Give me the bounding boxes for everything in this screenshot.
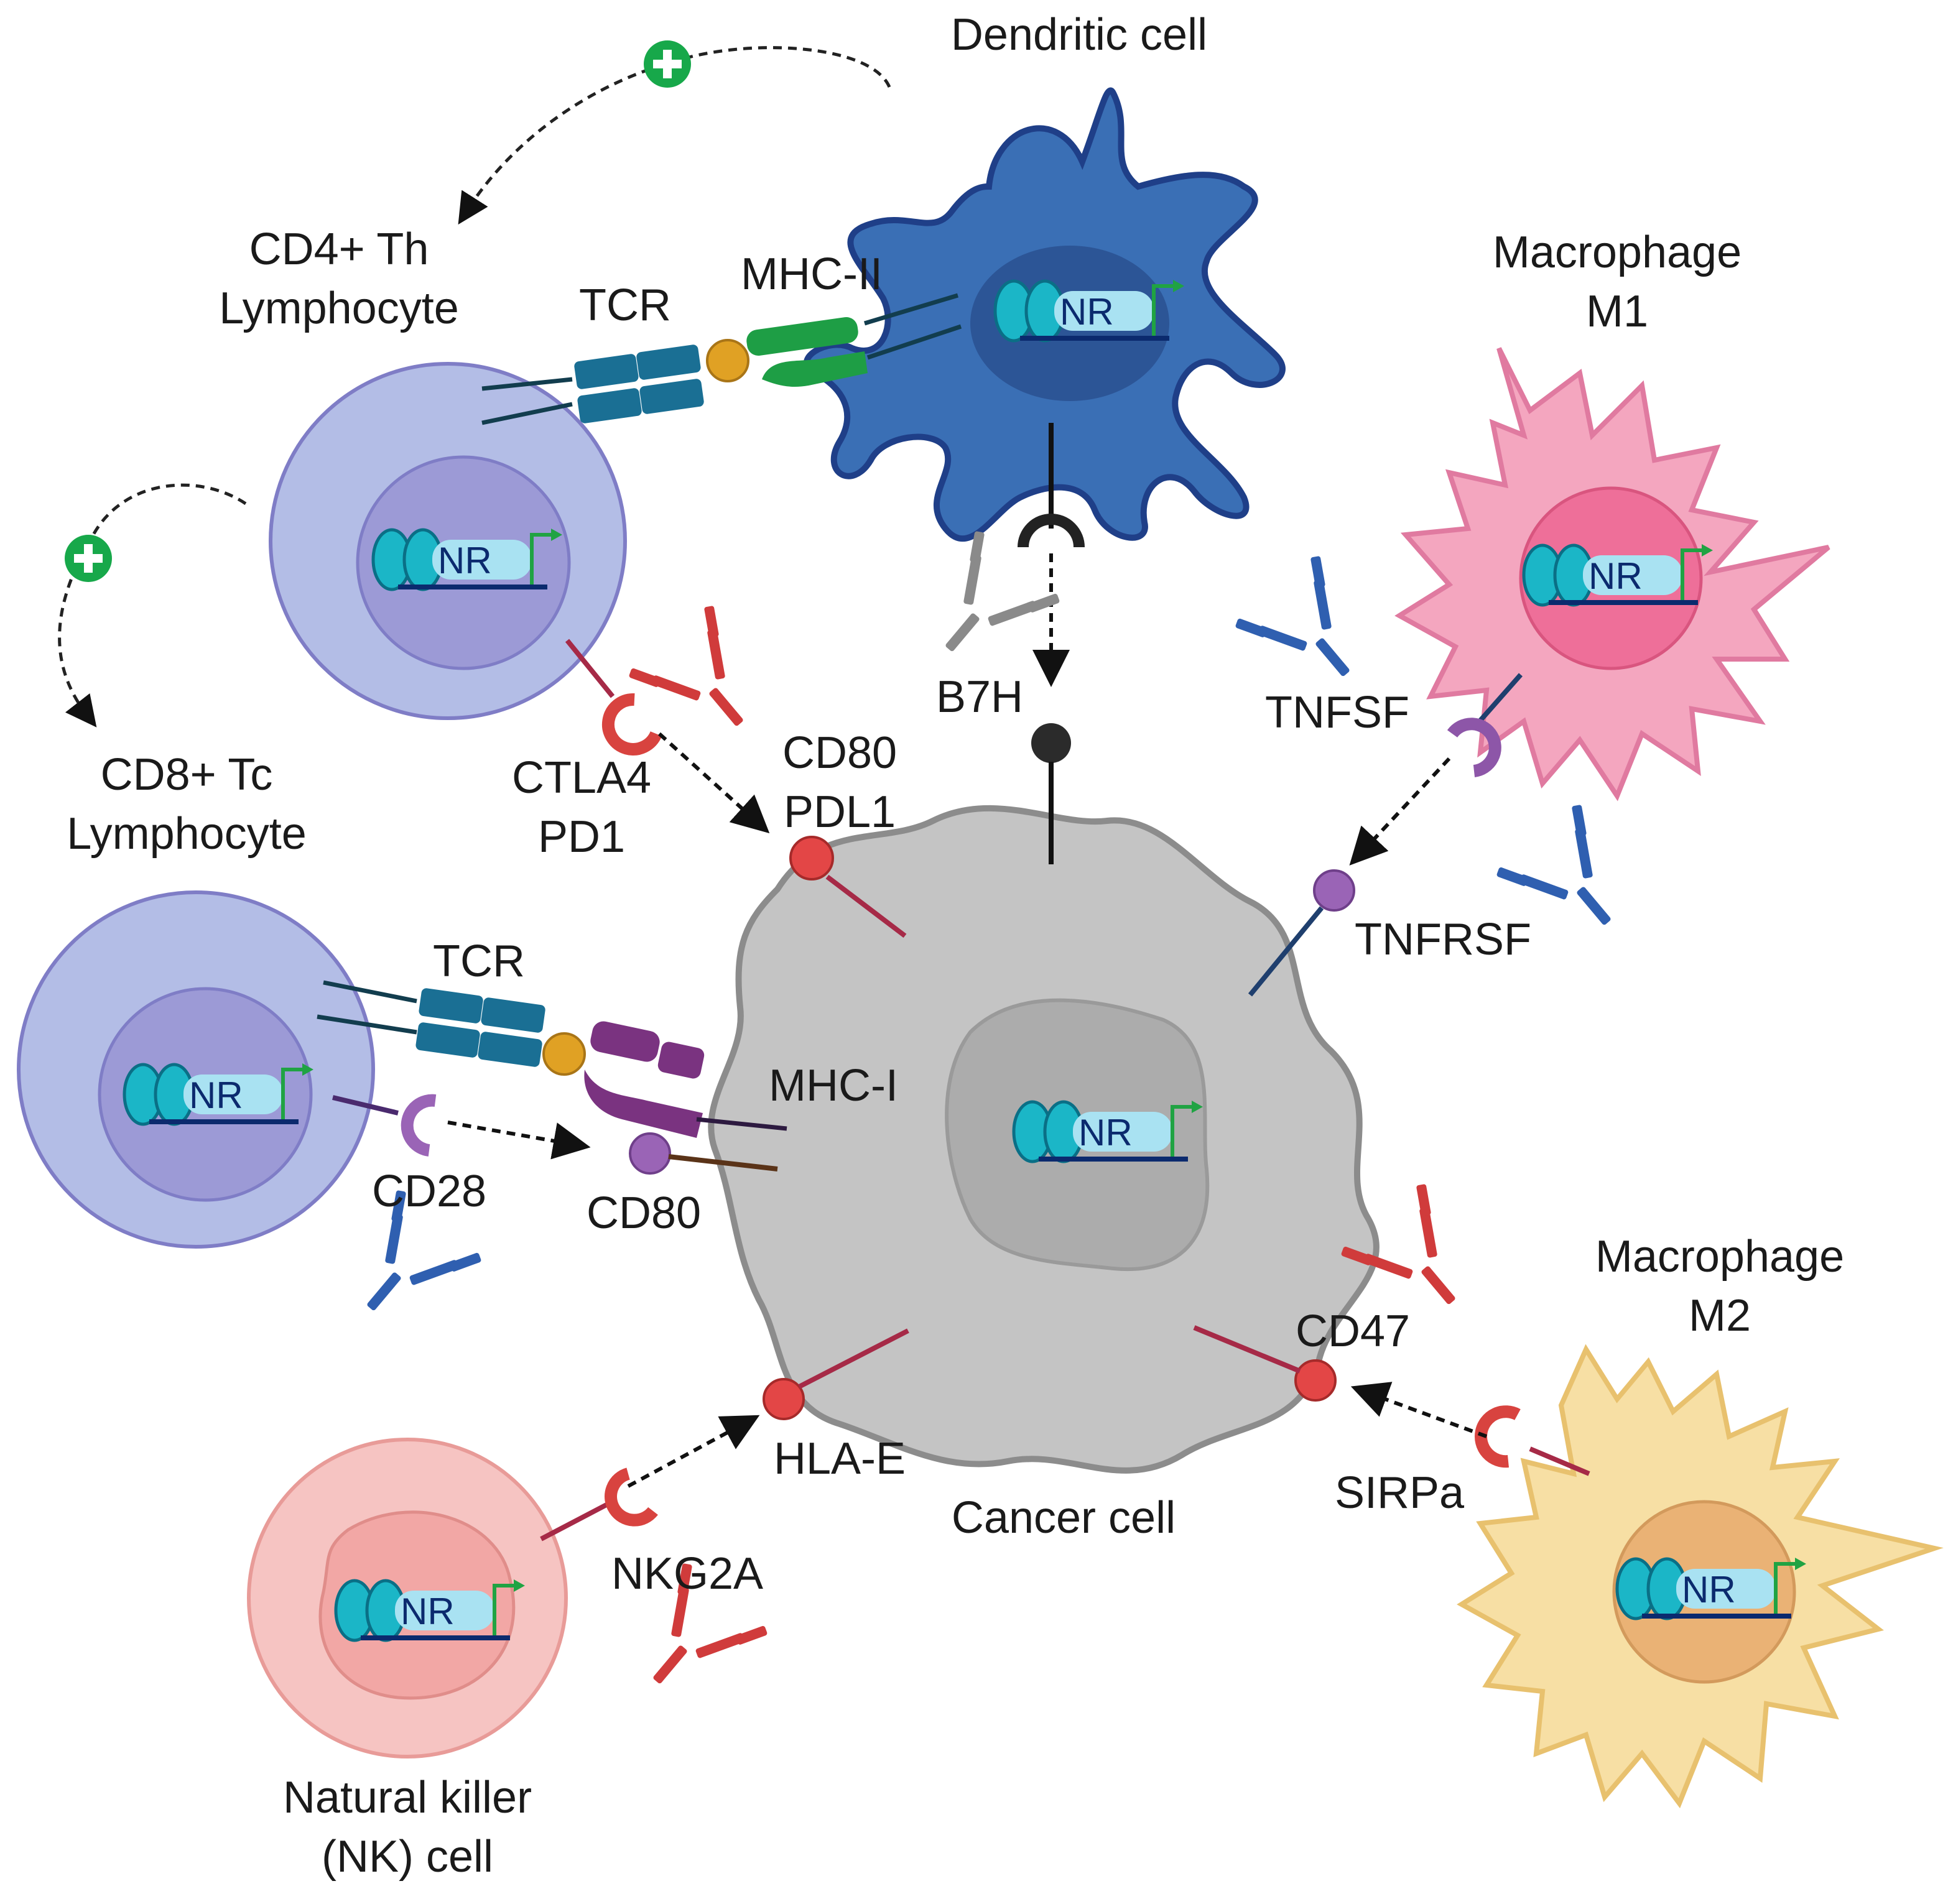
cd4-nr-motif: NR — [373, 529, 562, 589]
label-cancer-cell: Cancer cell — [952, 1493, 1176, 1543]
macrophage-m1: NR — [1394, 347, 1830, 802]
label-pd1: PD1 — [538, 812, 625, 862]
plus-icon — [65, 535, 112, 582]
label-cd80-mid: CD80 — [587, 1188, 701, 1238]
dendritic-nr-motif: NR — [995, 280, 1184, 341]
label-cd80-top: CD80 — [782, 728, 897, 778]
macrophage-m2: NR — [1457, 1344, 1944, 1809]
activation-arrow-top — [458, 40, 891, 225]
cd8-lymphocyte: NR — [17, 890, 375, 1249]
tcr-mhc2-complex — [481, 293, 962, 425]
dendritic-cell: NR — [803, 87, 1286, 542]
cancer-nr-label: NR — [1078, 1112, 1133, 1153]
label-m1-line2: M1 — [1586, 287, 1648, 336]
cancer-cell: NR — [708, 805, 1380, 1474]
nk-cell: NR — [247, 1438, 568, 1758]
label-cd28: CD28 — [372, 1167, 486, 1216]
cd8-nr-motif: NR — [124, 1063, 313, 1124]
label-m2-line2: M2 — [1689, 1291, 1751, 1341]
ctla4-pd1-pair — [565, 639, 907, 938]
label-cd4-line2: Lymphocyte — [219, 284, 459, 333]
label-m2-line1: Macrophage — [1595, 1232, 1844, 1282]
cd4-lymphocyte: NR — [269, 362, 627, 720]
label-mhc1: MHC-I — [769, 1061, 898, 1111]
cancer-nr-motif: NR — [1014, 1101, 1203, 1162]
label-ctla4: CTLA4 — [512, 753, 651, 803]
label-tnfsf: TNFSF — [1265, 688, 1409, 737]
sirpa-cd47-pair — [1193, 1325, 1590, 1476]
label-m1-line1: Macrophage — [1493, 228, 1742, 277]
label-mhc2: MHC-II — [741, 249, 883, 299]
antibody-blue-tnfsf — [1231, 552, 1389, 710]
m2-nr-motif: NR — [1617, 1558, 1806, 1619]
label-tcr-mid: TCR — [433, 936, 525, 986]
label-pdl1: PDL1 — [784, 787, 896, 837]
label-tnfrsf: TNFRSF — [1355, 915, 1531, 964]
label-nkg2a: NKG2A — [611, 1549, 763, 1599]
label-cd4-line1: CD4+ Th — [249, 224, 429, 274]
label-hlae: HLA-E — [774, 1434, 906, 1484]
nk-nr-label: NR — [401, 1591, 455, 1632]
label-cd47: CD47 — [1296, 1306, 1410, 1356]
cd28-cd80-pair — [332, 1094, 778, 1175]
label-dendritic-cell: Dendritic cell — [951, 10, 1207, 60]
label-nk-line1: Natural killer — [283, 1773, 532, 1823]
b7h-pair — [1018, 423, 1085, 864]
label-b7h: B7H — [936, 672, 1023, 722]
cd4-nr-label: NR — [438, 540, 492, 581]
plus-icon — [644, 40, 691, 88]
label-cd8-line2: Lymphocyte — [67, 809, 307, 859]
m1-nr-label: NR — [1589, 555, 1643, 597]
label-nk-line2: (NK) cell — [322, 1832, 493, 1882]
antibody-gray-b7h — [906, 527, 1064, 685]
label-tcr-top: TCR — [579, 280, 671, 330]
tnf-pair — [1248, 673, 1523, 997]
nk-nr-motif: NR — [336, 1579, 525, 1640]
activation-arrow-left — [58, 483, 247, 728]
cd8-nr-label: NR — [189, 1074, 243, 1116]
label-sirpa: SIRPa — [1335, 1468, 1465, 1518]
nkg2a-hlae-pair — [540, 1328, 909, 1541]
m1-nr-motif: NR — [1524, 544, 1713, 605]
dendritic-nr-label: NR — [1060, 291, 1114, 333]
m2-nr-label: NR — [1682, 1569, 1736, 1611]
tcr-mhc1-complex — [317, 980, 787, 1138]
label-cd8-line1: CD8+ Tc — [101, 750, 273, 800]
